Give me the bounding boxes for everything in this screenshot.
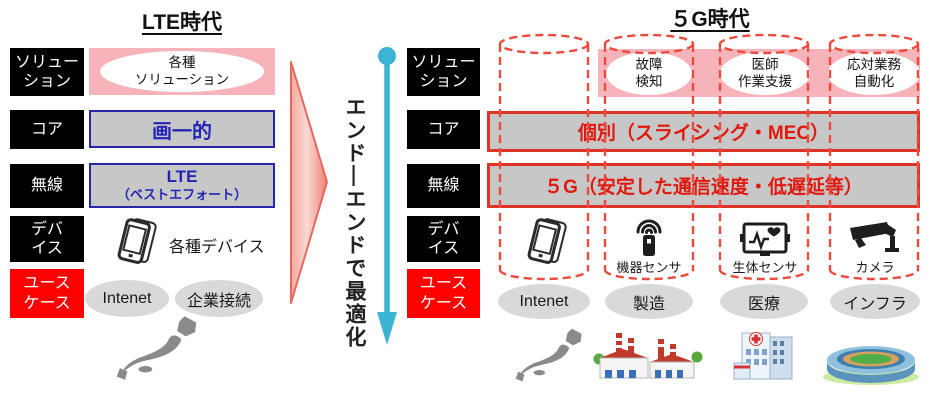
fiveg-layer-label-device: デバ イス — [407, 216, 480, 262]
lte-wireless-sub: （ベストエフォート） — [116, 187, 248, 203]
lte-layer-label-device: デバ イス — [10, 216, 84, 262]
fiveg-layer-label-solution: ソリュー ション — [407, 48, 480, 96]
lte-layer-label-usecase: ユース ケース — [10, 269, 84, 318]
fiveg-usecase-infrastructure: インフラ — [830, 284, 920, 319]
fiveg-layer-label-wireless: 無線 — [407, 164, 480, 208]
five-g-era-title: ５G時代 — [670, 8, 750, 31]
lte-wireless-box: LTE （ベストエフォート） — [89, 163, 275, 208]
fiveg-device-label-bio-sensor: 生体センサ — [732, 260, 798, 275]
lte-solution-ellipse: 各種 ソリューション — [100, 51, 264, 92]
fiveg-usecase-internet: Intenet — [498, 284, 590, 319]
cctv-camera-icon — [850, 222, 899, 252]
lte-layer-label-core: コア — [10, 110, 84, 149]
biometric-sensor-icon — [740, 222, 790, 256]
lte-core-box: 画一的 — [89, 110, 275, 148]
fiveg-device-label-camera: カメラ — [855, 260, 895, 275]
fiveg-layer-label-usecase: ユース ケース — [407, 269, 480, 318]
slice-cylinder-internet — [498, 33, 590, 281]
smartphone-icon — [117, 218, 157, 264]
fiveg-solution-doctor-support: 医師 作業支援 — [720, 52, 810, 95]
hospital-illustration — [733, 332, 793, 380]
lte-layer-label-solution: ソリュー ション — [10, 48, 84, 96]
fiveg-solution-fault-detection: 故障 検知 — [606, 52, 692, 95]
stadium-illustration — [823, 346, 919, 385]
lte-era-title: LTE時代 — [141, 11, 223, 34]
slice-cylinder-infrastructure — [828, 33, 920, 281]
fiveg-core-box: 個別（スライシング・MEC） — [487, 111, 920, 152]
japan-map — [515, 328, 582, 382]
smartphone-icon — [527, 218, 567, 264]
end-to-end-arrow — [377, 47, 397, 345]
fiveg-layer-label-core: コア — [407, 110, 480, 149]
lte-usecase-enterprise: 企業接続 — [175, 280, 263, 317]
slice-cylinder-manufacturing — [603, 33, 695, 281]
right-arrow — [290, 61, 328, 304]
end-to-end-label: エンド―エンドで最適化 — [343, 96, 366, 349]
fiveg-usecase-medical: 医療 — [720, 284, 808, 319]
fiveg-device-label-equipment-sensor: 機器センサ — [616, 260, 682, 275]
fiveg-usecase-manufacturing: 製造 — [605, 284, 693, 319]
lte-device-caption: 各種デバイス — [169, 239, 265, 256]
lte-layer-label-wireless: 無線 — [10, 164, 84, 208]
lte-wireless-main: LTE — [166, 167, 198, 187]
iot-sensor-icon — [636, 219, 662, 256]
fiveg-solution-response-automation: 応対業務 自動化 — [828, 52, 920, 95]
japan-map — [116, 316, 197, 380]
factory-illustration — [593, 333, 703, 379]
lte-usecase-internet: Intenet — [85, 280, 169, 317]
slice-cylinder-medical — [718, 33, 810, 281]
fiveg-wireless-box: ５G（安定した通信速度・低遅延等） — [487, 163, 920, 208]
